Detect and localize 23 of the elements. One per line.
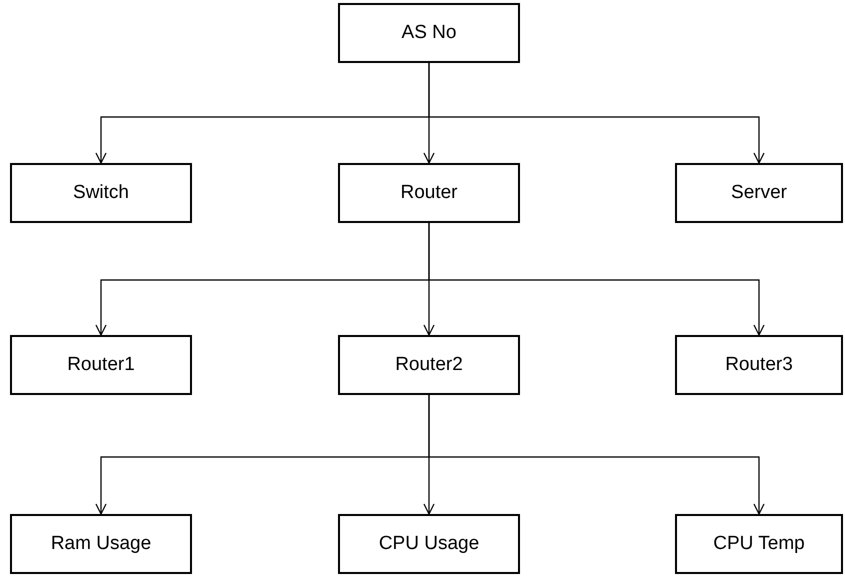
box-label: Ram Usage bbox=[50, 533, 152, 555]
process-box bbox=[675, 335, 843, 395]
box-label: Server bbox=[731, 182, 787, 204]
arrow bbox=[428, 395, 765, 515]
process-box bbox=[675, 163, 843, 223]
box-label: Router3 bbox=[725, 354, 793, 376]
box-label: Router1 bbox=[67, 354, 135, 376]
process-box bbox=[338, 163, 520, 223]
process-box bbox=[10, 335, 192, 395]
box-label: Switch bbox=[73, 182, 129, 204]
process-box bbox=[675, 514, 843, 574]
process-box bbox=[338, 3, 520, 63]
box-label: CPU Usage bbox=[378, 533, 480, 555]
box-label: Router bbox=[400, 182, 458, 204]
arrow bbox=[428, 63, 765, 164]
process-box bbox=[10, 163, 192, 223]
box-label: Router2 bbox=[395, 354, 463, 376]
process-box bbox=[338, 514, 520, 574]
process-box bbox=[10, 514, 192, 574]
box-label: CPU Temp bbox=[713, 533, 805, 555]
arrow bbox=[428, 223, 765, 336]
box-label: AS No bbox=[402, 22, 456, 44]
process-box bbox=[338, 335, 520, 395]
